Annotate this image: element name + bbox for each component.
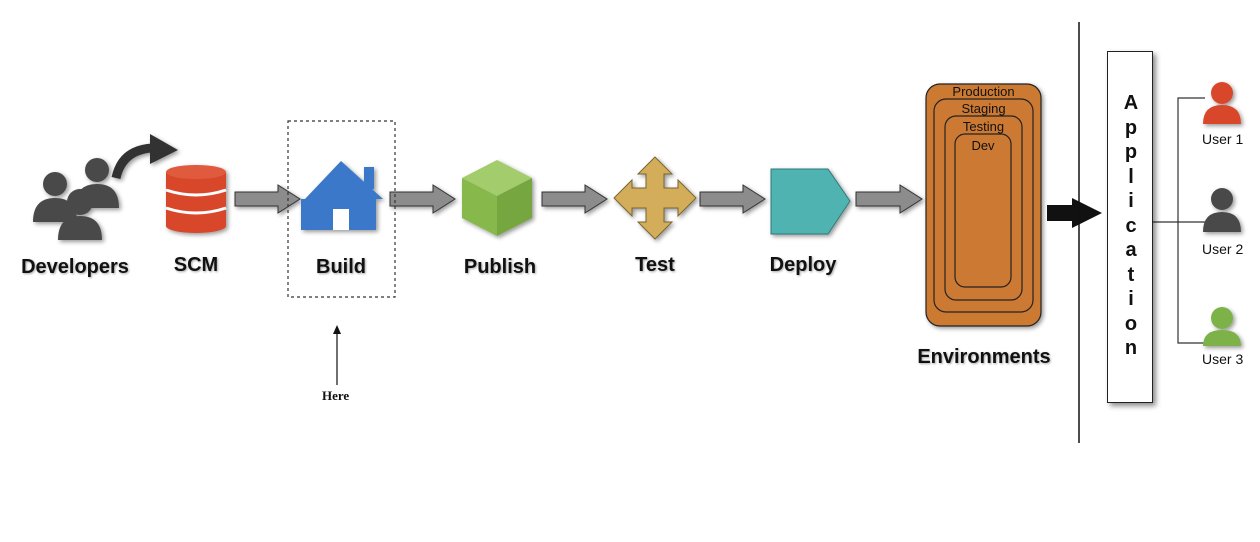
four-way-arrow-icon [613,156,697,240]
user-3-icon [1203,307,1241,346]
application-letter: l [1128,165,1134,188]
env-staging-label: Staging [961,101,1006,116]
environments-label: Environments [917,346,1051,368]
env-testing-label: Testing [962,119,1005,134]
application-letter: c [1125,214,1137,237]
application-letter: t [1127,263,1135,286]
here-arrow-icon [333,325,341,385]
user-1-label: User 1 [1202,131,1244,147]
env-dev-label: Dev [971,138,995,153]
deploy-label: Deploy [769,254,837,276]
black-arrow-icon [1047,198,1102,228]
environments-stack [925,83,1042,327]
flow-arrow-icon [699,184,766,214]
application-letter: o [1124,312,1138,335]
scm-label: SCM [173,254,219,276]
user-1-icon [1203,82,1241,124]
user-2-icon [1203,188,1241,232]
test-label: Test [635,254,675,276]
application-letter: i [1128,190,1134,212]
user-2-label: User 2 [1202,241,1244,257]
application-letter: p [1124,141,1138,163]
application-letter: i [1128,288,1134,310]
env-dev-box [954,133,1012,288]
house-icon [301,161,383,230]
flow-arrow-icon [541,184,608,214]
application-letter: n [1124,337,1138,359]
build-highlight-box [287,120,396,298]
curved-arrow-icon [111,134,178,180]
application-letter: a [1125,239,1137,261]
build-label: Build [316,256,366,278]
flow-arrow-icon [389,184,456,214]
flow-arrow-icon [855,184,923,214]
developers-icon [33,158,119,240]
database-icon [165,165,227,233]
flow-arrow-icon [234,184,301,214]
developers-label: Developers [21,256,129,278]
application-letter: p [1124,116,1138,139]
application-letter: A [1123,92,1139,114]
deploy-shape-icon [770,168,851,235]
env-production-label: Production [952,84,1015,99]
user-3-label: User 3 [1202,351,1244,367]
cube-icon [462,160,532,236]
here-label: Here [322,388,350,403]
publish-label: Publish [463,256,537,278]
